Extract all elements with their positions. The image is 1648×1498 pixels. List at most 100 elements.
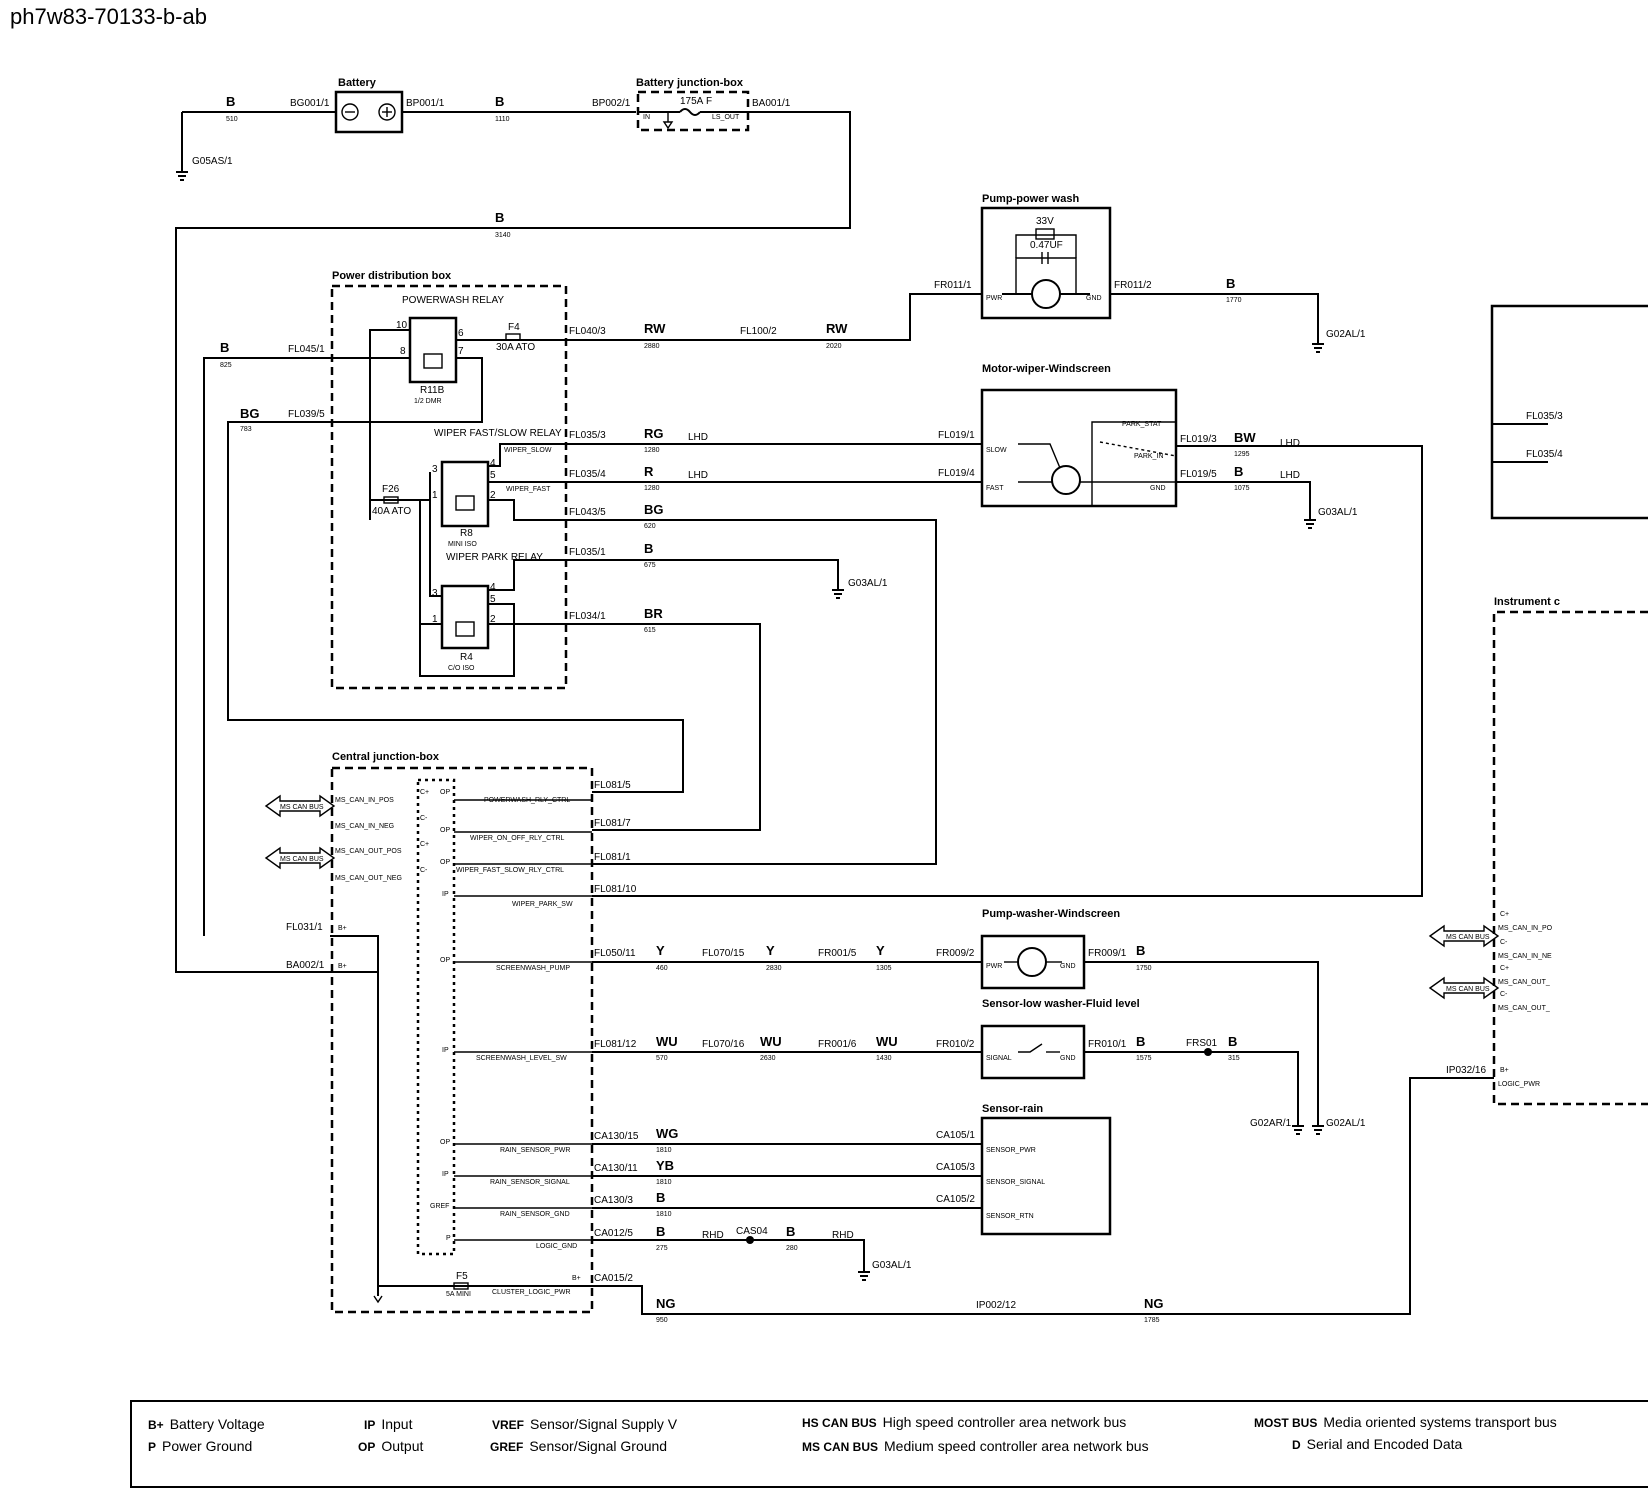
connector-label: CA015/2 — [594, 1273, 633, 1284]
circuit-number: 2880 — [644, 343, 660, 350]
circuit-number: 950 — [656, 1317, 668, 1324]
fuse-id: F4 — [508, 322, 520, 333]
connector-label: FL100/2 — [740, 326, 777, 337]
component-label: Pump-washer-Windscreen — [982, 908, 1120, 920]
pin-number: 8 — [400, 346, 406, 357]
connector-label: FL035/3 — [1526, 411, 1563, 422]
svg-text:SIGNAL: SIGNAL — [986, 1055, 1012, 1062]
battery-label: Battery — [338, 77, 377, 89]
connector-label: CA130/3 — [594, 1195, 633, 1206]
pin-number: 7 — [458, 346, 464, 357]
central-junction-box: Central junction-box MS_CAN_IN_POS MS_CA… — [330, 751, 594, 1314]
wiring-diagram: Battery G05AS/1 B 510 BG001/1 BP001/1 B … — [175, 77, 1648, 1324]
relay-id: R11B — [420, 385, 445, 396]
pin-number: 2 — [490, 490, 496, 501]
connector-label: BP001/1 — [406, 98, 445, 109]
relay-type: C/O ISO — [448, 665, 475, 672]
wire-color-label: YB — [656, 1158, 674, 1173]
wire-color-label: B — [656, 1224, 665, 1239]
wire-color-label: NG — [1144, 1296, 1164, 1311]
pin-label: WIPER_SLOW — [504, 447, 552, 454]
pump-power-wash: Pump-power wash 0.47UF 33V PWR GND — [980, 193, 1112, 320]
wire-color-label: B — [1226, 276, 1235, 291]
circuit-number: 280 — [786, 1245, 798, 1252]
circuit-number: 510 — [226, 116, 238, 123]
relay-label: WIPER PARK RELAY — [446, 552, 543, 563]
connector-label: BA002/1 — [286, 960, 325, 971]
svg-text:OP: OP — [440, 859, 450, 866]
pin-label: MS_CAN_IN_PO — [1498, 925, 1553, 932]
pin-label: LOGIC_PWR — [1498, 1081, 1540, 1088]
connector-label: G02AL/1 — [1326, 1118, 1366, 1129]
circuit-number: 825 — [220, 362, 232, 369]
fuse-rating: 5A MINI — [446, 1291, 471, 1298]
page-title: ph7w83-70133-b-ab — [10, 4, 207, 29]
ms-can-bus-arrow: MS CAN BUS — [1428, 976, 1500, 1000]
circuit-number: 1810 — [656, 1211, 672, 1218]
pin-label: B+ — [1500, 1067, 1509, 1074]
circuit-number: 1770 — [1226, 297, 1242, 304]
wire-color-label: WU — [656, 1034, 678, 1049]
pin-label: PWR — [986, 295, 1002, 302]
circuit-number: 1810 — [656, 1147, 672, 1154]
pin-label: WIPER_FAST_SLOW_RLY_CTRL — [456, 867, 564, 874]
pin-label: C+ — [1500, 965, 1509, 972]
connector-label: G02AR/1 — [1250, 1118, 1292, 1129]
svg-text:SENSOR_RTN: SENSOR_RTN — [986, 1213, 1034, 1220]
wire-color-label: RW — [644, 321, 666, 336]
component-label: Instrument c — [1494, 596, 1560, 608]
relay-id: R4 — [460, 652, 473, 663]
relay-label: POWERWASH RELAY — [402, 295, 504, 306]
pin-number: 4 — [490, 582, 496, 593]
component-label: Sensor-low washer-Fluid level — [982, 998, 1140, 1010]
battery-jb-label: Battery junction-box — [636, 77, 744, 89]
splice-icon — [746, 1236, 754, 1244]
svg-text:GREF: GREF — [430, 1203, 449, 1210]
connector-label: CA130/15 — [594, 1131, 639, 1142]
relay-id: R8 — [460, 528, 473, 539]
connector-label: FL081/5 — [594, 780, 631, 791]
pin-label: C- — [1500, 991, 1508, 998]
connector-label: CA105/3 — [936, 1162, 975, 1173]
ms-can-bus-arrow: MS CAN BUS — [1428, 924, 1500, 948]
ground-icon — [1304, 519, 1316, 529]
circuit-number: 1295 — [1234, 451, 1250, 458]
legend-item: B+Battery Voltage — [148, 1416, 265, 1432]
pin-label: SCREENWASH_PUMP — [496, 965, 570, 972]
wire-color-label: B — [786, 1224, 795, 1239]
motor-icon — [1017, 947, 1047, 977]
connector-label: FL050/11 — [594, 948, 636, 959]
connector-label: FL070/15 — [702, 948, 745, 959]
lhd-label: LHD — [688, 432, 708, 443]
pdb-label: Power distribution box — [332, 270, 452, 282]
motor-wiper-windscreen: Motor-wiper-Windscreen PARK_STAT PARK_IN… — [980, 363, 1178, 508]
connector-label: G03AL/1 — [1318, 507, 1358, 518]
circuit-number: 275 — [656, 1245, 668, 1252]
circuit-number: 675 — [644, 562, 656, 569]
wire-color-label: WU — [760, 1034, 782, 1049]
wire-color-label: NG — [656, 1296, 676, 1311]
connector-label: FL045/1 — [288, 344, 325, 355]
pin-label: WIPER_FAST — [506, 486, 551, 493]
circuit-number: 2630 — [760, 1055, 776, 1062]
connector-label: FL070/16 — [702, 1039, 745, 1050]
fuse-rating: 30A ATO — [496, 342, 535, 353]
circuit-number: 1110 — [495, 116, 510, 123]
connector-label: FL035/3 — [569, 430, 606, 441]
circuit-number: 2020 — [826, 343, 842, 350]
fuse-icon — [453, 1282, 469, 1290]
pin-label: WIPER_PARK_SW — [512, 901, 573, 908]
component-label: Motor-wiper-Windscreen — [982, 363, 1111, 375]
wire-color-label: BR — [644, 606, 663, 621]
battery-component: Battery — [334, 77, 404, 134]
circuit-number: 1305 — [876, 965, 892, 972]
fuse-id: F26 — [382, 484, 400, 495]
minus-terminal-icon — [341, 103, 359, 121]
wire-color-label: B — [1136, 943, 1145, 958]
svg-text:IP: IP — [442, 1047, 449, 1054]
wire-color-label: B — [656, 1190, 665, 1205]
rhd-label: RHD — [832, 1230, 854, 1241]
